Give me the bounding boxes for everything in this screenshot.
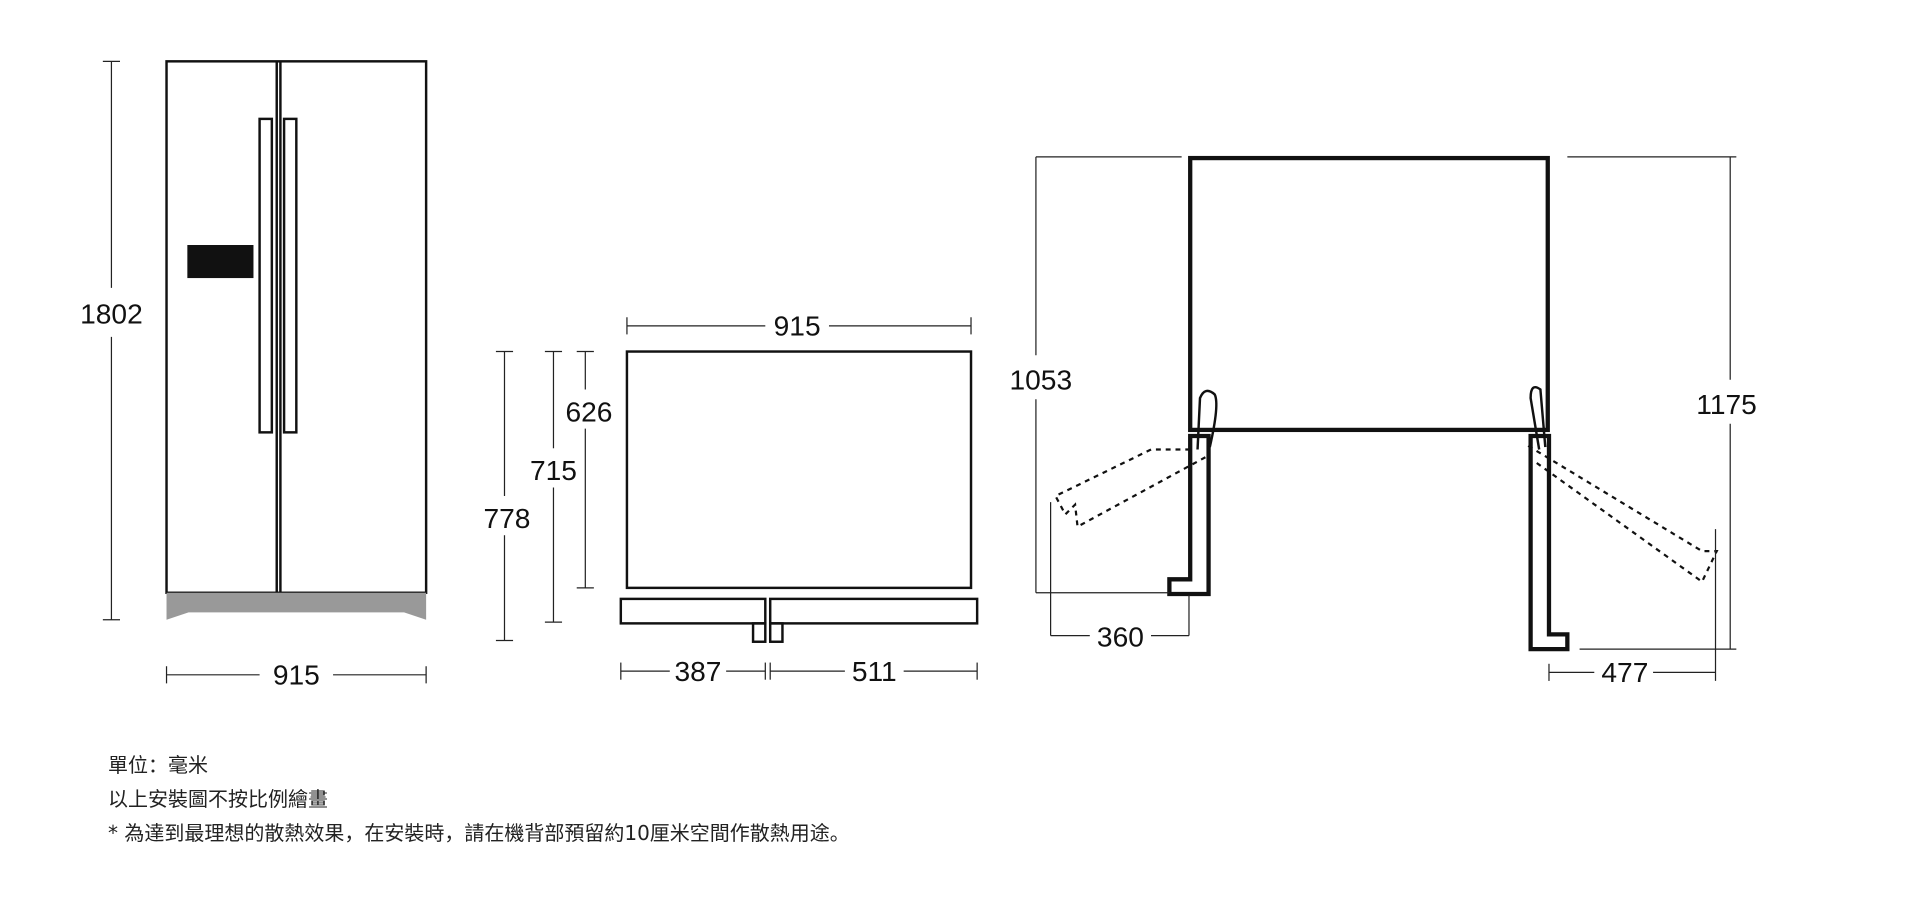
fridge-top-body bbox=[1188, 155, 1550, 433]
base-left-label: 387 bbox=[674, 656, 721, 687]
ventilation-note: * 為達到最理想的散熱效果，在安裝時，請在機背部預留約10厘米空間作散熱用途。 bbox=[108, 821, 850, 845]
dispenser-display bbox=[187, 245, 254, 279]
door-depth-label: 715 bbox=[530, 455, 577, 486]
left-clearance-label: 360 bbox=[1097, 622, 1144, 653]
front-view: 1802 915 bbox=[80, 60, 428, 691]
left-handle-icon bbox=[1196, 389, 1218, 450]
front-width-label: 915 bbox=[273, 660, 320, 691]
left-door-swing bbox=[1053, 448, 1207, 529]
right-door-swing bbox=[1527, 444, 1719, 584]
installation-notes: 單位：毫米 以上安裝圖不按比例繪畫 * 為達到最理想的散熱效果，在安裝時，請在機… bbox=[108, 748, 850, 850]
left-door-open bbox=[1167, 433, 1211, 597]
total-depth-label: 778 bbox=[483, 503, 530, 534]
height-dimension: 1802 bbox=[80, 60, 143, 621]
scale-note: 以上安裝圖不按比例繪畫 bbox=[108, 787, 328, 811]
fridge-base bbox=[166, 592, 427, 620]
base-right-label: 511 bbox=[852, 656, 897, 687]
right-handle-icon bbox=[1529, 386, 1547, 450]
side-view: 915 778 715 626 387 511 bbox=[483, 311, 979, 687]
right-door-open bbox=[1528, 433, 1570, 652]
right-depth-label: 1175 bbox=[1696, 389, 1757, 420]
right-door-handle bbox=[282, 117, 298, 434]
width-dimension: 915 bbox=[165, 660, 427, 691]
body-depth-label: 626 bbox=[565, 396, 612, 427]
left-door-handle bbox=[258, 117, 274, 434]
side-width-label: 915 bbox=[774, 311, 821, 342]
front-height-label: 1802 bbox=[80, 298, 143, 329]
right-clearance-label: 477 bbox=[1601, 657, 1648, 688]
top-view: 1053 1175 360 477 bbox=[1009, 155, 1757, 688]
unit-note: 單位：毫米 bbox=[108, 753, 208, 777]
fridge-side-body bbox=[625, 350, 973, 590]
left-depth-label: 1053 bbox=[1009, 365, 1072, 396]
